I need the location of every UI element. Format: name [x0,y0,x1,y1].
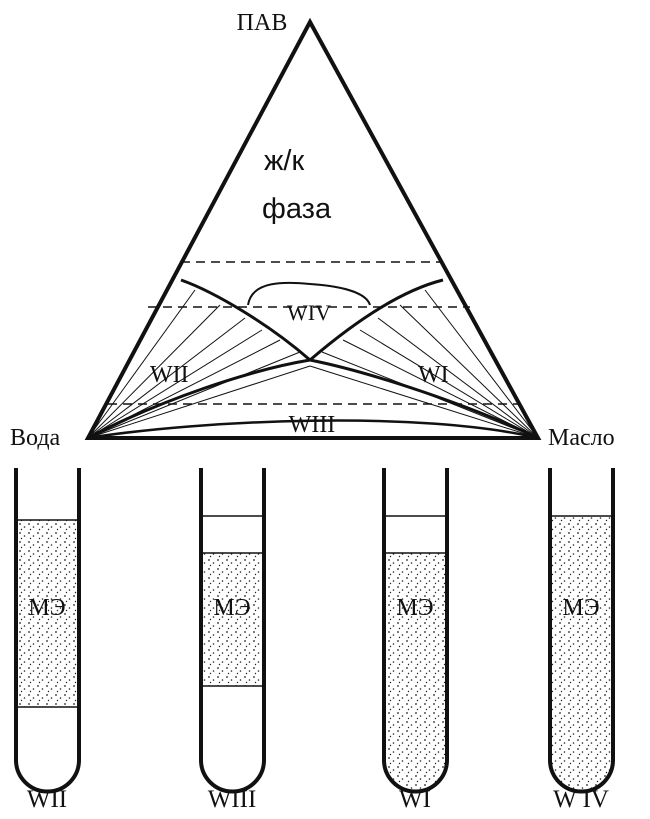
vertex-label-surfactant: ПАВ [237,10,288,36]
tube-type-label: WII [27,786,67,813]
tube-type-label: W IV [553,786,609,813]
lc-phase-label-line2: фаза [262,193,332,225]
region-label-wii: WII [150,362,189,388]
triangle-outline [84,17,542,440]
tube-wii: МЭ WII [14,468,81,813]
tube-type-label: WI [399,786,431,813]
tube-outline [14,468,81,794]
tube-wi: МЭ WI [382,468,449,813]
tube-outline [199,468,266,794]
region-label-wi: WI [418,362,449,388]
tube-fill [16,520,79,707]
tube-type-label: WIII [208,786,257,813]
tie-lines-left [87,289,301,439]
microemulsion-label: МЭ [28,595,65,621]
wiv-dome [247,281,371,306]
tube-fill [201,553,264,686]
tube-fill [550,516,613,792]
vertex-label-water: Вода [10,425,61,451]
tie-lines-bottom [87,365,539,439]
tube-outline [382,468,449,794]
tube-wiv: МЭ W IV [548,468,615,813]
lower-boundary-curve [87,419,539,440]
binodal-right [309,278,444,362]
region-label-wiv: WIV [287,300,331,325]
binodal-left [180,278,311,362]
microemulsion-label: МЭ [396,595,433,621]
microemulsion-label: МЭ [213,595,250,621]
tube-fill [384,553,447,792]
lc-phase-label-line1: ж/к [264,145,304,177]
region-label-wiii: WIII [289,412,336,438]
vertex-label-oil: Масло [548,425,615,451]
tube-outline [548,468,615,794]
tie-lines-right [321,289,539,439]
tube-wiii: МЭ WIII [199,468,266,813]
microemulsion-label: МЭ [562,595,599,621]
ternary-diagram: ПАВ Вода Масло ж/к фаза WIV WII WI WIII [10,10,615,451]
